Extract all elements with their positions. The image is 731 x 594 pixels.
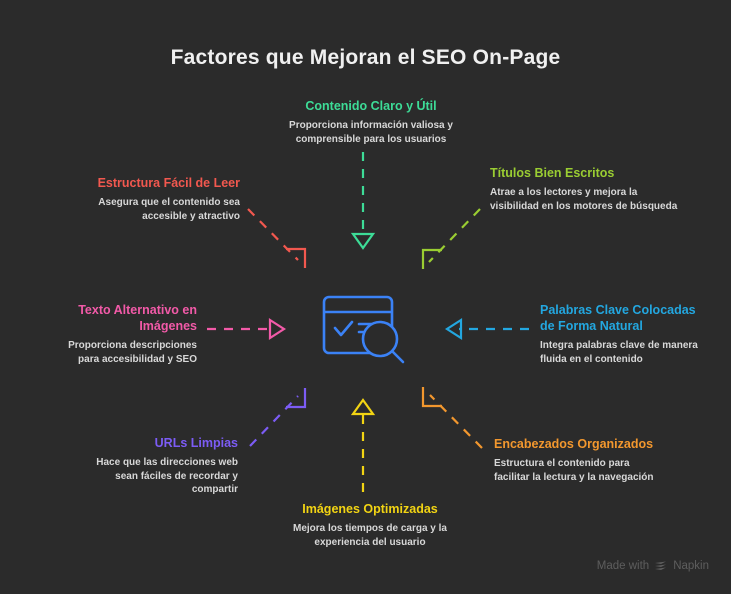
node-texto-alternativo: Texto Alternativo en Imágenes Proporcion… xyxy=(54,302,197,366)
arrow-down-green xyxy=(350,152,376,250)
arrow-left-cyan xyxy=(444,317,529,341)
node-imagenes-optimizadas: Imágenes Optimizadas Mejora los tiempos … xyxy=(265,501,475,549)
node-estructura-description: Asegura que el contenido sea accesible y… xyxy=(98,197,240,222)
node-urls-limpias-heading: URLs Limpias xyxy=(154,436,238,450)
node-palabras-clave: Palabras Clave Colocadas de Forma Natura… xyxy=(540,302,700,366)
node-estructura-heading: Estructura Fácil de Leer xyxy=(97,176,240,190)
node-urls-limpias: URLs Limpias Hace que las direcciones we… xyxy=(84,435,238,497)
node-encabezados-description: Estructura el contenido para facilitar l… xyxy=(494,458,654,483)
arrow-down-left-yellowgreen xyxy=(421,208,481,269)
watermark-made-with-label: Made with xyxy=(596,560,650,572)
watermark-brand-label: Napkin xyxy=(673,560,709,572)
napkin-logo-icon xyxy=(655,561,667,570)
arrow-right-pink xyxy=(207,317,287,341)
node-contenido-heading: Contenido Claro y Útil xyxy=(305,99,437,113)
node-texto-alternativo-description: Proporciona descripciones para accesibil… xyxy=(68,340,197,365)
napkin-watermark: Made with Napkin xyxy=(597,560,709,572)
node-imagenes-optimizadas-description: Mejora los tiempos de carga y la experie… xyxy=(293,523,447,548)
node-contenido-description: Proporciona información valiosa y compre… xyxy=(289,120,453,145)
node-titulos-heading: Títulos Bien Escritos xyxy=(490,166,615,180)
node-titulos-description: Atrae a los lectores y mejora la visibil… xyxy=(490,187,678,212)
arrow-down-right-red xyxy=(247,208,307,268)
node-texto-alternativo-heading: Texto Alternativo en Imágenes xyxy=(78,303,197,333)
node-imagenes-optimizadas-heading: Imágenes Optimizadas xyxy=(302,502,438,516)
page-title: Factores que Mejoran el SEO On-Page xyxy=(170,46,561,69)
arrow-up-right-purple xyxy=(249,388,307,447)
node-estructura: Estructura Fácil de Leer Asegura que el … xyxy=(92,175,240,223)
node-encabezados-heading: Encabezados Organizados xyxy=(494,437,654,451)
node-encabezados: Encabezados Organizados Estructura el co… xyxy=(494,436,664,484)
node-contenido: Contenido Claro y Útil Proporciona infor… xyxy=(268,98,474,146)
node-palabras-clave-description: Integra palabras clave de manera fluida … xyxy=(540,340,698,365)
seo-window-search-icon xyxy=(322,295,405,364)
node-palabras-clave-heading: Palabras Clave Colocadas de Forma Natura… xyxy=(540,303,696,333)
arrow-up-yellow xyxy=(350,398,376,492)
node-urls-limpias-description: Hace que las direcciones web sean fácile… xyxy=(96,457,238,495)
node-titulos: Títulos Bien Escritos Atrae a los lector… xyxy=(490,165,678,213)
arrow-up-left-orange xyxy=(421,387,483,449)
